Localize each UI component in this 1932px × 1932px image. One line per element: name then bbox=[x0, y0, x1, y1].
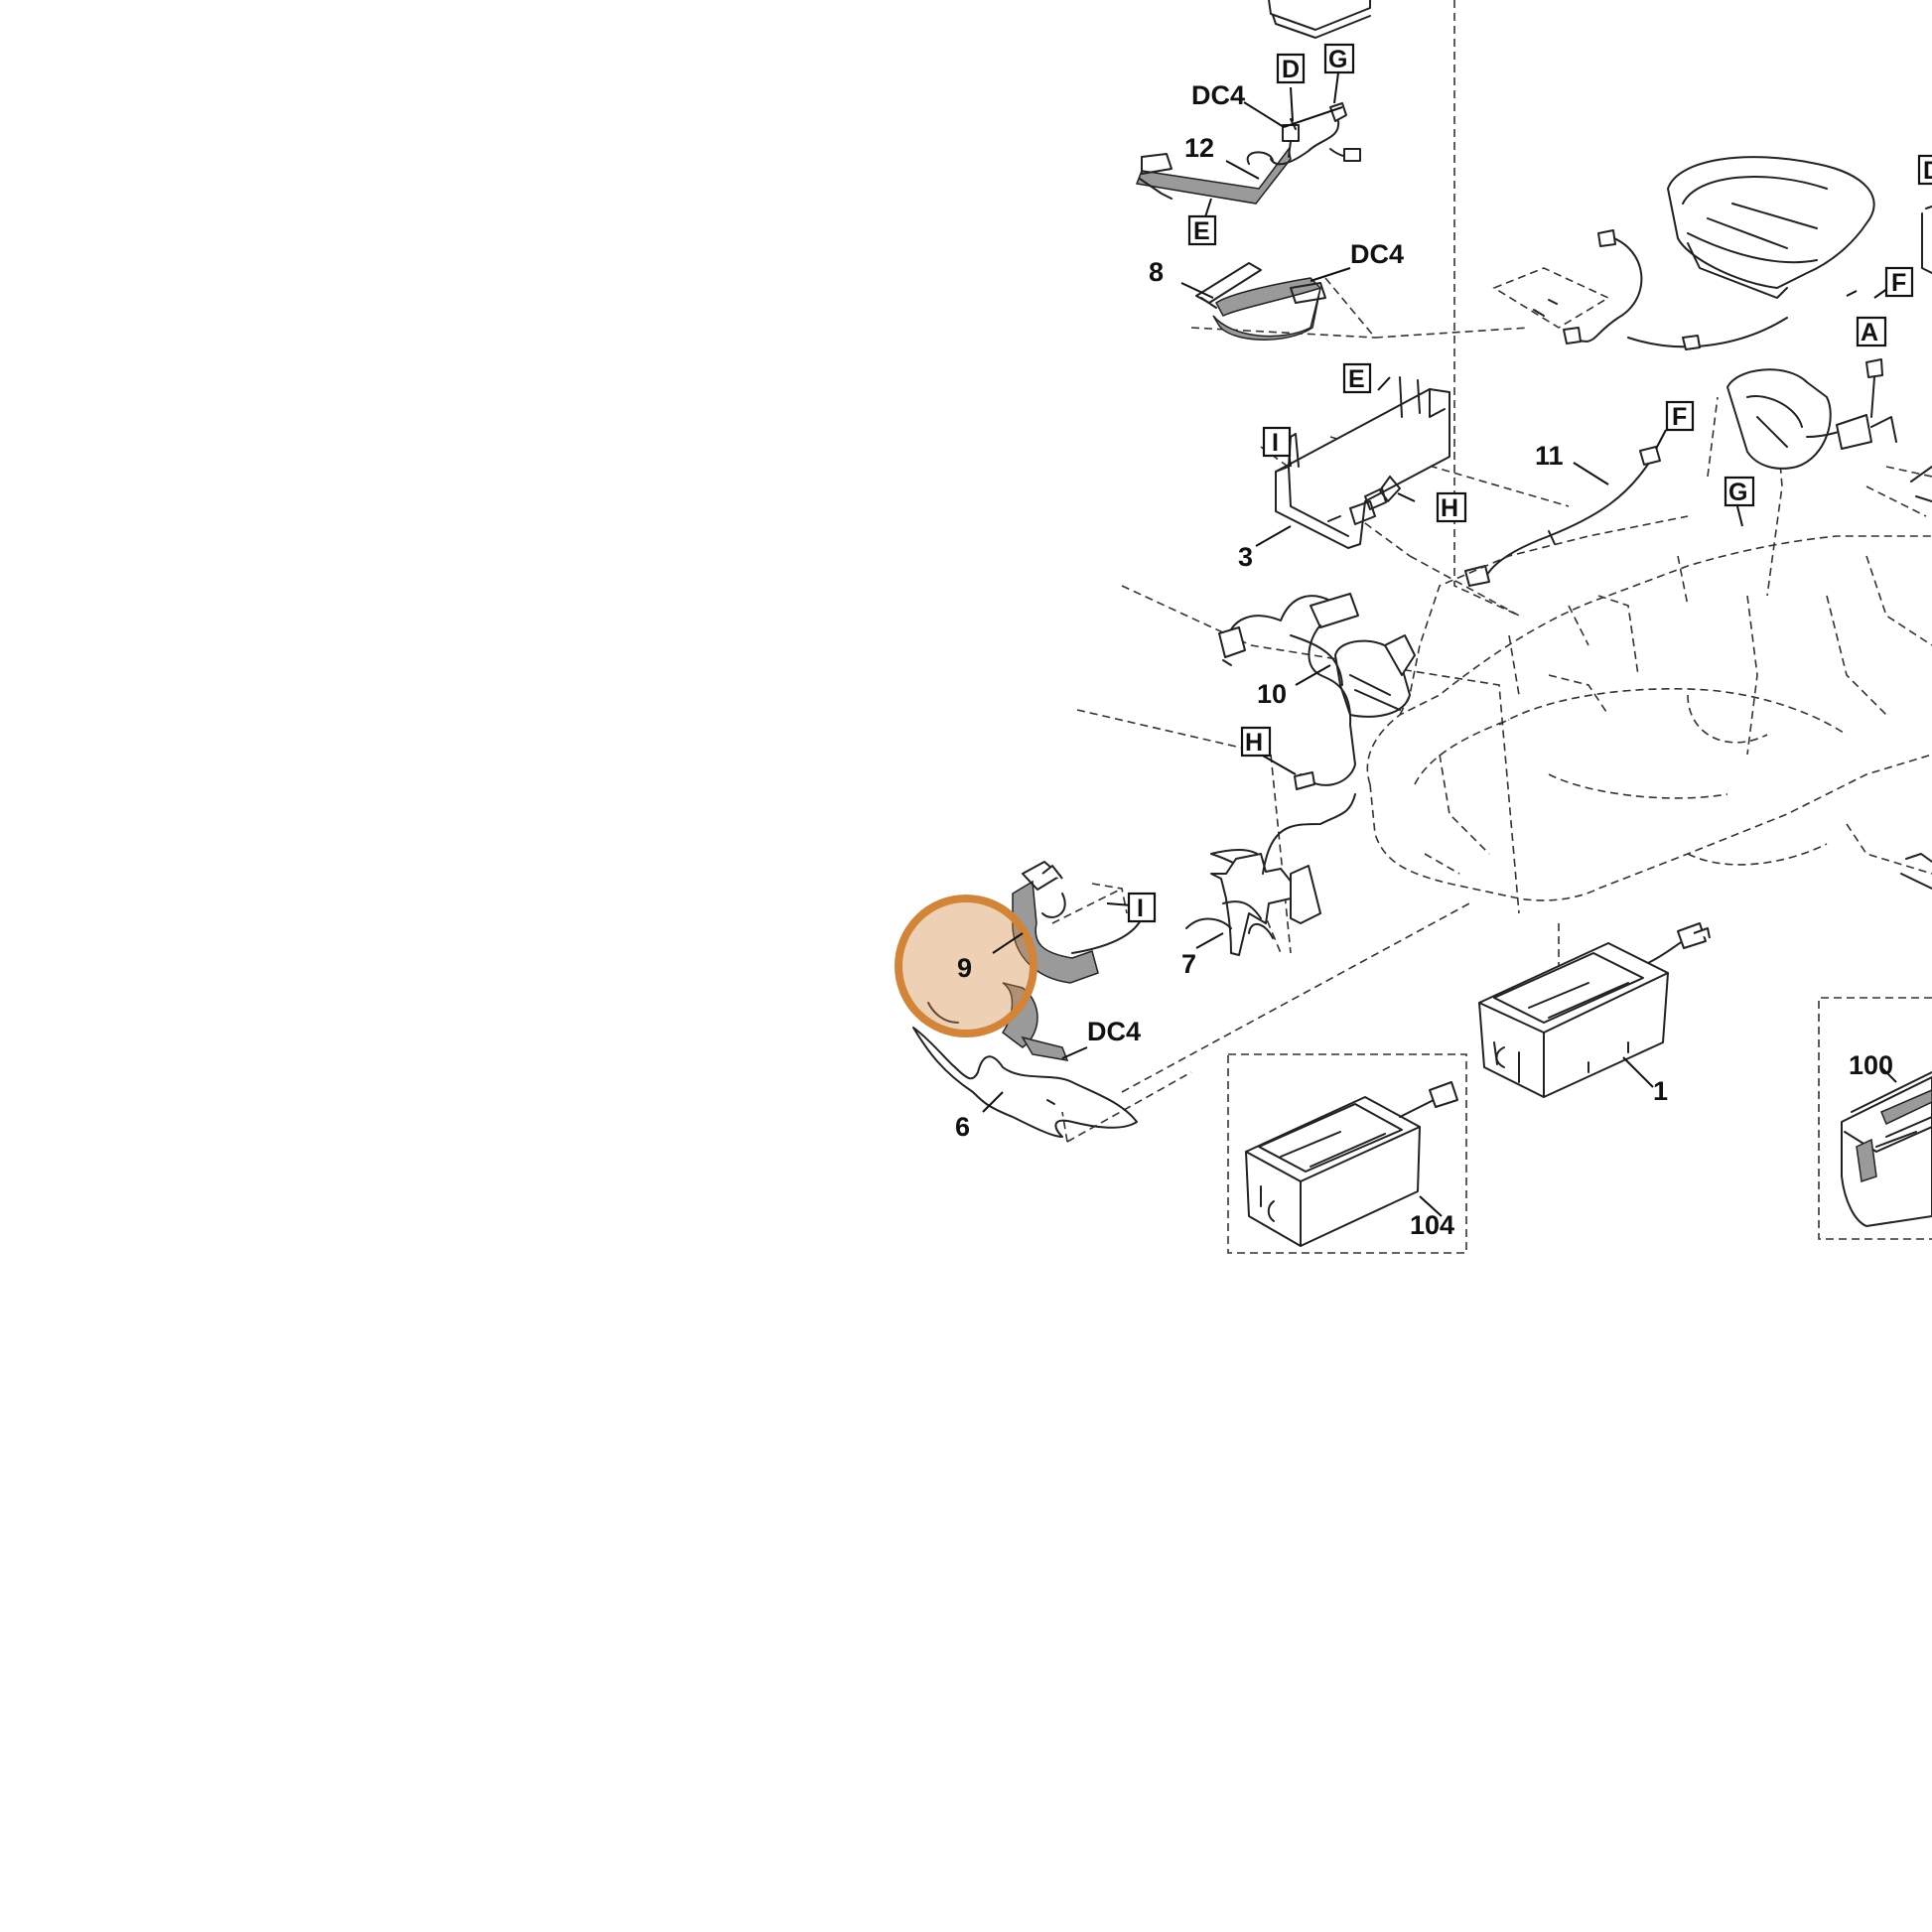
cable-label-dc4-bottom: DC4 bbox=[1087, 1017, 1141, 1046]
svg-text:E: E bbox=[1193, 217, 1210, 245]
connector-label-G-b: G bbox=[1724, 476, 1755, 507]
part-label-3: 3 bbox=[1238, 542, 1253, 572]
part-104-battery-option bbox=[1227, 1053, 1467, 1254]
connector-label-H-b: H bbox=[1240, 726, 1272, 758]
part-1-battery bbox=[1478, 922, 1711, 1098]
connector-label-H-a: H bbox=[1436, 491, 1467, 523]
part-8-ribbon-loop bbox=[1195, 262, 1326, 341]
connector-label-I-b: I bbox=[1127, 892, 1157, 923]
part-12-ribbon-cable bbox=[1135, 102, 1361, 205]
connector-label-E-a: E bbox=[1187, 214, 1217, 246]
svg-text:G: G bbox=[1328, 46, 1347, 73]
svg-text:F: F bbox=[1891, 269, 1906, 297]
part-10-connector-harness bbox=[1218, 593, 1416, 718]
connector-label-D-top: D bbox=[1276, 53, 1306, 84]
connector-labels: D G E E I H F G A F D H I bbox=[1127, 43, 1932, 923]
svg-text:A: A bbox=[1861, 319, 1878, 346]
svg-text:I: I bbox=[1137, 895, 1144, 922]
cable-label-dc4-mid: DC4 bbox=[1350, 239, 1404, 269]
highlight-circle bbox=[895, 895, 1037, 1037]
part-label-10: 10 bbox=[1257, 679, 1287, 709]
part-100-charger-option bbox=[1818, 997, 1932, 1240]
connector-label-I-a: I bbox=[1262, 426, 1292, 458]
svg-text:G: G bbox=[1728, 479, 1747, 506]
connector-label-D-edge: D bbox=[1917, 154, 1932, 186]
svg-text:D: D bbox=[1923, 157, 1932, 185]
connector-label-A: A bbox=[1856, 316, 1887, 347]
cable-labels: DC4 DC4 DC4 bbox=[1087, 80, 1404, 1046]
part-label-6: 6 bbox=[955, 1112, 970, 1142]
connector-label-F-a: F bbox=[1665, 400, 1695, 432]
part-label-7: 7 bbox=[1181, 949, 1196, 979]
connector-label-E-b: E bbox=[1342, 362, 1372, 394]
svg-text:E: E bbox=[1348, 365, 1365, 393]
connector-label-F-b: F bbox=[1884, 266, 1914, 298]
part-label-12: 12 bbox=[1184, 133, 1214, 163]
part-number-labels: 12 8 3 11 10 7 9 6 1 104 100 bbox=[955, 133, 1893, 1240]
svg-text:H: H bbox=[1441, 494, 1458, 522]
top-panel-part bbox=[1268, 0, 1371, 39]
part-11-cable bbox=[1464, 446, 1661, 587]
right-edge-part-fragment bbox=[1921, 206, 1932, 274]
chassis-housing bbox=[1366, 466, 1932, 901]
svg-text:D: D bbox=[1282, 56, 1300, 83]
svg-text:I: I bbox=[1272, 429, 1279, 457]
part-label-8: 8 bbox=[1149, 257, 1164, 287]
svg-text:H: H bbox=[1245, 729, 1263, 757]
control-board bbox=[1492, 229, 1788, 350]
part-label-100: 100 bbox=[1849, 1050, 1893, 1080]
part-7-sensor-holder bbox=[1185, 624, 1356, 956]
cable-label-dc4-top: DC4 bbox=[1191, 80, 1245, 110]
part-label-104: 104 bbox=[1410, 1210, 1454, 1240]
part-label-9: 9 bbox=[957, 953, 972, 983]
part-3-bracket bbox=[1275, 376, 1450, 549]
display-unit bbox=[1667, 156, 1875, 299]
motor-assembly bbox=[1726, 358, 1897, 470]
side-clip-part bbox=[1900, 466, 1932, 890]
connector-label-G-top: G bbox=[1323, 43, 1355, 74]
part-label-1: 1 bbox=[1653, 1076, 1668, 1106]
leader-lines bbox=[982, 71, 1897, 1217]
svg-text:F: F bbox=[1672, 403, 1687, 431]
part-label-11: 11 bbox=[1535, 441, 1564, 471]
